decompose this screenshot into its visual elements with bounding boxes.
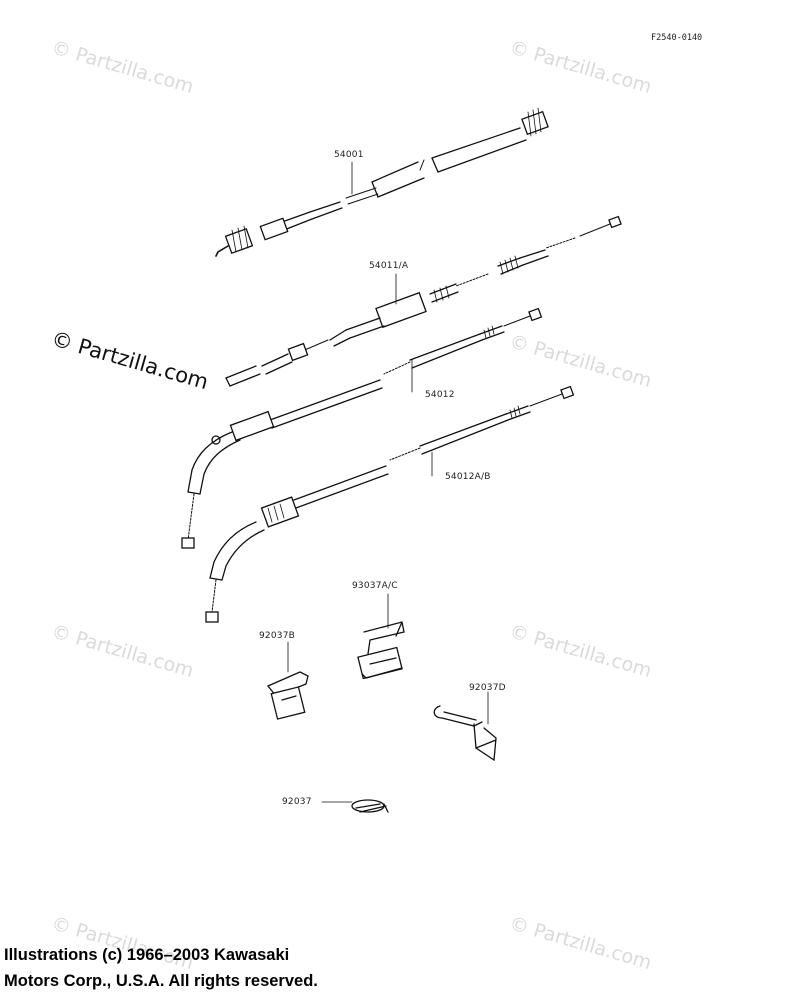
part-label-54012ab: 54012A/B: [445, 472, 491, 482]
part-label-54011: 54011/A: [369, 261, 409, 271]
bracket-92037d[interactable]: [433, 705, 497, 762]
clip-92037[interactable]: [351, 799, 389, 813]
figure-code: F2540-0140: [651, 33, 703, 43]
clamp-92037b[interactable]: [266, 671, 309, 720]
part-label-92037: 92037: [282, 797, 312, 807]
cable-54012ab[interactable]: [205, 385, 575, 623]
cable-54011[interactable]: [225, 215, 622, 387]
cable-54001[interactable]: [215, 107, 549, 257]
copyright-line-2: Motors Corp., U.S.A. All rights reserved…: [4, 972, 318, 990]
cable-54012[interactable]: [181, 307, 543, 549]
part-label-92037b: 92037B: [259, 631, 296, 641]
clamp-93037[interactable]: [357, 621, 405, 680]
part-label-93037: 93037A/C: [352, 581, 398, 591]
part-label-54012: 54012: [425, 390, 455, 400]
copyright-line-1: Illustrations (c) 1966–2003 Kawasaki: [4, 946, 290, 964]
part-label-92037d: 92037D: [469, 683, 506, 693]
part-label-54001: 54001: [334, 150, 364, 160]
